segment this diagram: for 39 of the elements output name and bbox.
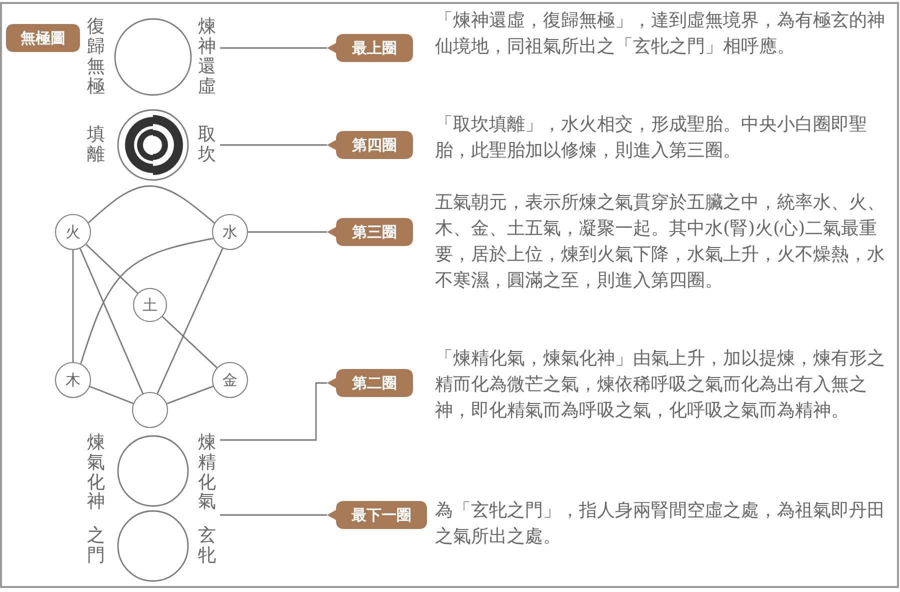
vertical-label: 煉精化氣	[198, 433, 216, 512]
vertical-label: 之門	[87, 526, 105, 566]
connector-line	[162, 316, 218, 368]
vertical-label: 煉神還虛	[198, 17, 216, 97]
connector-line	[80, 248, 144, 394]
vertical-label: 取坎	[198, 125, 216, 165]
vertical-label: 復歸無極	[87, 17, 105, 97]
connector-line	[220, 382, 327, 441]
description-text: 五氣朝元，表示所煉之氣貫穿於五臟之中，統率水、火、木、金、土五氣，凝聚一起。其中水(腎)火(心)二氣最重要，居於上位，煉到火氣下降，水氣上升，火不燥熱，水不寒濕，圓滿之至，則進入第四圈。	[435, 191, 886, 293]
connector-line	[156, 248, 224, 394]
connector-line	[220, 514, 327, 516]
element-circle: 木	[55, 362, 91, 398]
vertical-label: 玄牝	[198, 526, 216, 566]
connector-line	[72, 250, 74, 362]
connector-line	[220, 144, 327, 146]
connector-line	[90, 386, 134, 404]
label-badge: 最下一圈	[327, 501, 427, 529]
description-text: 「煉神還虛，復歸無極」，達到虛無境界，為有極玄的神仙境地，同祖氣所出之「玄牝之門」相呼應。	[435, 9, 886, 59]
label-badge: 第二圈	[327, 369, 413, 397]
description-text: 「煉精化氣，煉氣化神」由氣上升，加以提煉，煉有形之精而化為微芒之氣，煉依稀呼吸之氣而化為出有入無之神，即化精氣而為呼吸之氣，化呼吸之氣而為精神。	[435, 347, 886, 423]
vertical-label: 煉氣化神	[87, 433, 105, 512]
label-badge: 最上圈	[327, 34, 413, 62]
label-badge: 第三圈	[327, 218, 413, 246]
vertical-label: 填離	[87, 125, 105, 165]
description-text: 為「玄牝之門」，指人身兩腎間空虛之處，為祖氣即丹田之氣所出之處。	[435, 499, 886, 549]
connector-line	[86, 244, 138, 294]
element-circle	[132, 392, 168, 428]
connector-line	[166, 386, 214, 404]
connector-line	[248, 231, 327, 233]
connector-line	[80, 238, 214, 364]
element-circle: 金	[212, 362, 248, 398]
element-circle: 火	[55, 214, 91, 250]
label-badge: 無極圖	[6, 24, 80, 52]
element-circle: 土	[133, 288, 167, 322]
label-badge: 第四圈	[327, 131, 413, 159]
connector-line	[88, 185, 215, 224]
description-text: 「取坎填離」，水火相交，形成聖胎。中央小白圈即聖胎，此聖胎加以修煉，則進入第三圈。	[435, 113, 868, 163]
element-circle: 水	[212, 214, 248, 250]
connector-line	[220, 47, 327, 49]
